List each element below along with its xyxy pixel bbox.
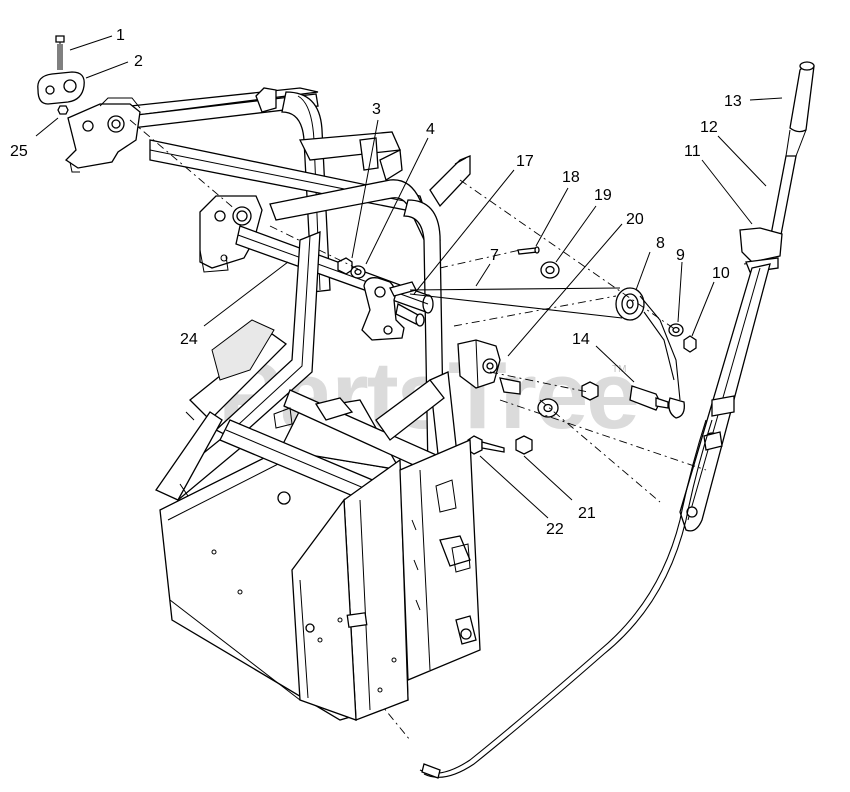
callout-8: 8	[656, 235, 665, 252]
part-17-link	[361, 277, 425, 341]
callout-25: 25	[10, 143, 28, 160]
part-21-nut	[515, 435, 533, 455]
lower-chassis	[155, 231, 481, 721]
callout-9: 9	[676, 247, 685, 264]
callout-20: 20	[626, 211, 644, 228]
handle-assembly	[679, 61, 815, 532]
callout-7: 7	[490, 247, 499, 264]
part-14-pin	[629, 385, 669, 411]
callout-10: 10	[712, 265, 730, 282]
control-cable	[419, 419, 713, 779]
callout-14: 14	[572, 331, 590, 348]
part-2-plate	[37, 71, 85, 105]
callout-19: 19	[594, 187, 612, 204]
callout-12: 12	[700, 119, 718, 136]
callout-labels: 1 2 25 3 4 17 18 19 20 7 8 9 10 13 12 11…	[10, 27, 742, 538]
left-bracket	[64, 97, 141, 173]
callout-3: 3	[372, 101, 381, 118]
part-8-pulley	[615, 287, 645, 321]
callout-2: 2	[134, 53, 143, 70]
part-spacer	[537, 398, 559, 418]
callout-11: 11	[684, 143, 701, 160]
callout-1: 1	[116, 27, 125, 44]
callout-18: 18	[562, 169, 580, 186]
part-4-washer	[350, 265, 366, 279]
part-20-bracket	[457, 339, 521, 395]
part-24-shaft	[235, 225, 434, 314]
part-18-pin	[517, 246, 540, 255]
leader-lines	[35, 35, 783, 519]
part-22-bolt	[467, 435, 505, 455]
part-7-cable	[409, 287, 685, 419]
callout-21: 21	[578, 505, 596, 522]
watermark-tm: TM	[612, 364, 626, 375]
part-1-bolt	[55, 35, 65, 70]
callout-4: 4	[426, 121, 435, 138]
part-9-washer	[668, 323, 684, 337]
callout-13: 13	[724, 93, 742, 110]
part-19-washer	[540, 261, 560, 279]
part-10-nut	[683, 335, 697, 353]
callout-24: 24	[180, 331, 198, 348]
callout-17: 17	[516, 153, 534, 170]
part-nut-small	[581, 381, 599, 401]
part-25-nut	[57, 105, 69, 115]
callout-22: 22	[546, 521, 564, 538]
